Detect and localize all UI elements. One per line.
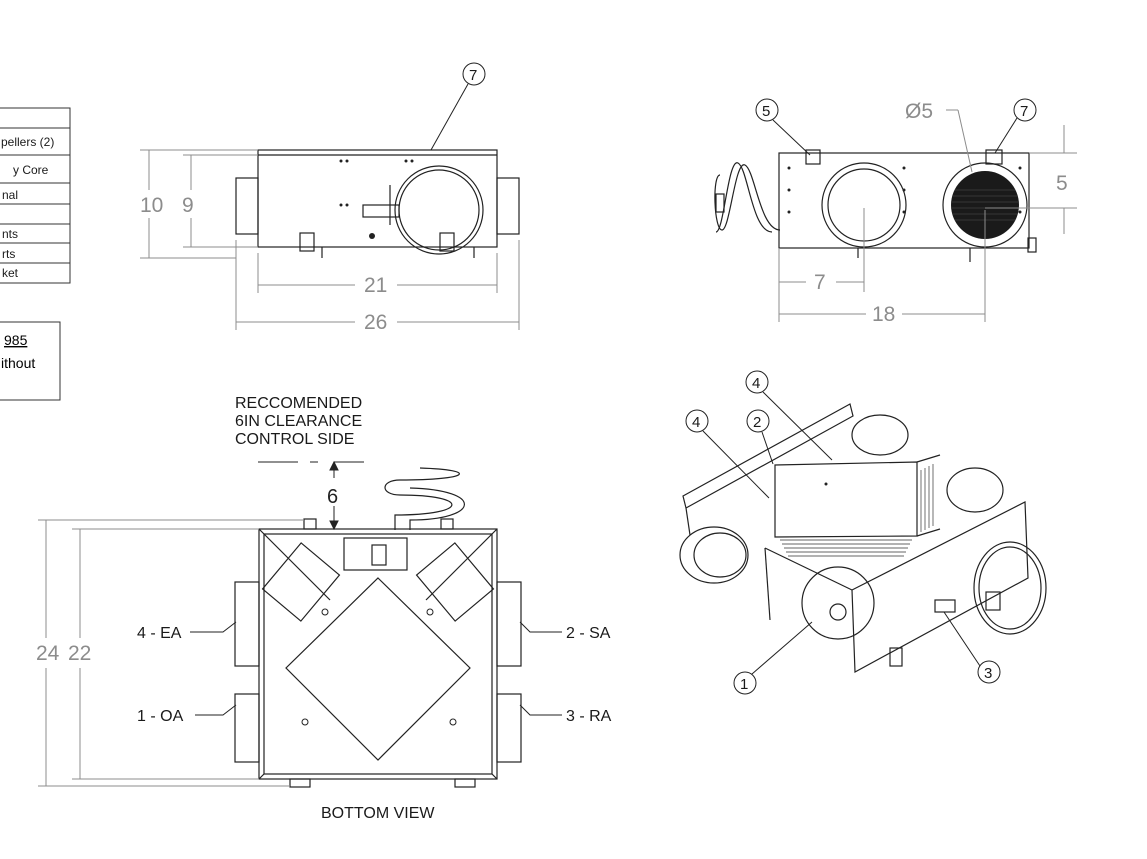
dim-bottom-outer: 24: [36, 642, 60, 665]
note-box: [0, 321, 61, 401]
bottom-view: [234, 467, 522, 788]
parts-table: [0, 107, 71, 284]
balloon-5-label: 5: [762, 103, 770, 120]
dim-height-inner: 9: [182, 194, 194, 217]
balloon-7-left-label: 7: [469, 67, 477, 84]
balloon-7-right: [1013, 98, 1037, 122]
port-oa-label: 1 - OA: [137, 708, 184, 725]
clearance-line-1: RECCOMENDED: [235, 395, 362, 412]
dim-end-height: 5: [1056, 172, 1068, 195]
side-view-left: [235, 149, 520, 258]
port-ra-label: 3 - RA: [566, 708, 612, 725]
dim-end-short: 7: [814, 271, 826, 294]
iso-core-fins: [780, 464, 934, 557]
iso-core-dot: [824, 482, 828, 486]
dim-height-outer: 10: [140, 194, 163, 217]
balloon-4-lower-label: 4: [692, 414, 700, 431]
dim-width-inner: 21: [364, 274, 387, 297]
table-row-impellers: pellers (2): [1, 135, 54, 149]
iso-view: [679, 403, 1047, 673]
balloon-3-label: 3: [984, 665, 992, 682]
port-sa-label: 2 - SA: [566, 625, 611, 642]
clearance-marker: [258, 460, 364, 531]
balloon-5: [755, 98, 779, 122]
dim-end-long: 18: [872, 303, 895, 326]
clearance-line-3: CONTROL SIDE: [235, 431, 354, 448]
bottom-view-holes: [301, 608, 457, 726]
side-view-left-dots: [339, 159, 414, 239]
table-row-nts: nts: [2, 227, 18, 241]
clearance-line-2: 6IN CLEARANCE: [235, 413, 362, 430]
end-view-dims: [778, 109, 1077, 322]
leader-7-left: [430, 83, 469, 151]
dim-diameter: Ø5: [905, 100, 933, 123]
port-leaders: [190, 621, 562, 716]
clearance-dim: 6: [327, 486, 338, 508]
dim-bottom-inner: 22: [68, 642, 91, 665]
end-view-dots: [787, 166, 1022, 214]
leader-5: [772, 119, 811, 156]
side-view-left-dims: [140, 149, 520, 330]
note-line-1: 985: [4, 332, 28, 348]
balloon-2-label: 2: [753, 414, 761, 431]
bottom-view-caption: BOTTOM VIEW: [321, 805, 435, 822]
port-ea-label: 4 - EA: [137, 625, 182, 642]
table-row-ket: ket: [2, 266, 19, 280]
balloon-7-right-label: 7: [1020, 103, 1028, 120]
balloon-7-left: [462, 62, 486, 86]
leader-7-right: [994, 117, 1018, 154]
balloon-1-label: 1: [740, 676, 748, 693]
bottom-view-dims: [38, 519, 304, 787]
balloon-4-upper-label: 4: [752, 375, 760, 392]
iso-balloons: [685, 370, 1001, 695]
table-row-rts: rts: [2, 247, 15, 261]
dim-width-outer: 26: [364, 311, 387, 334]
table-row-nal: nal: [2, 188, 18, 202]
grille-circle: [951, 171, 1019, 239]
table-row-core: y Core: [13, 163, 49, 177]
note-line-2: ithout: [1, 355, 35, 371]
